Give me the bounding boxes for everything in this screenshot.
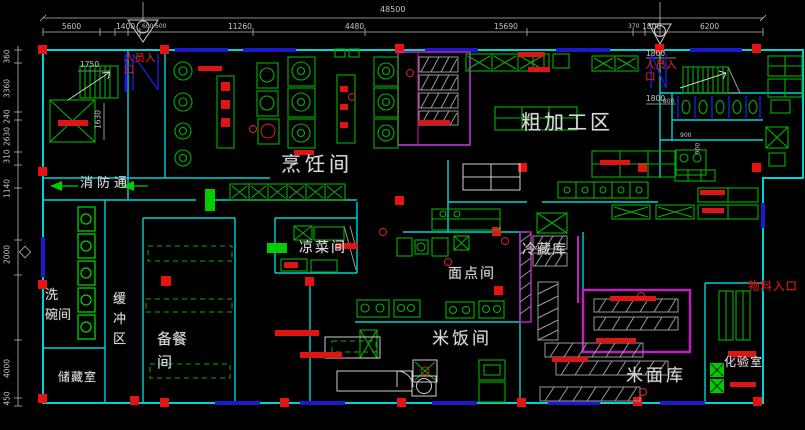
room-label-fire-corridor: 消防通: [80, 176, 132, 191]
room-label-lab: 化验室: [724, 355, 764, 369]
dim-left-4: 310: [2, 149, 12, 164]
dim-top-7: 370: [628, 23, 640, 30]
room-label-cold-storage: 冷藏库: [522, 242, 567, 258]
section-markers: [127, 19, 672, 46]
room-label-storage: 储藏室: [58, 370, 98, 384]
dim-top-0: 5600: [62, 22, 82, 31]
corridor-door: [205, 189, 215, 211]
white-counters-layer: [67, 70, 727, 397]
room-label-rough-processing: 粗加工区: [521, 110, 613, 134]
dim-top-3: 600: [155, 23, 167, 30]
dim-left-7: 4000: [2, 358, 12, 379]
dim-door-height: 1630: [93, 109, 103, 130]
dim-door-right-a: 1800: [646, 49, 666, 58]
room-label-buffer: 缓 冲 区: [113, 292, 127, 347]
room-label-cooking: 烹饪间: [281, 152, 353, 176]
entrance-label-staff-right: 人员入 口: [645, 59, 677, 83]
dim-toilet-c: 800: [663, 98, 675, 105]
dashed-tables-layer: [145, 245, 377, 379]
bright-green-lines: [62, 185, 724, 393]
entrance-label-material: 物料入口: [748, 279, 798, 293]
dim-toilet-a: 900: [680, 132, 692, 139]
windows-layer: [41, 48, 765, 405]
dish-racks: [77, 206, 96, 340]
dim-toilet-b: 900: [694, 142, 702, 155]
dim-left-5: 1140: [2, 178, 12, 199]
shelf-hatch-layer: [343, 56, 741, 402]
stairs-right: [682, 66, 729, 94]
dim-top-8: 1800: [642, 22, 662, 31]
room-label-grain-store: 米面库: [626, 366, 686, 386]
room-label-food-prep: 备餐 间: [157, 330, 188, 371]
dim-top-9: 6200: [700, 22, 720, 31]
dim-total: 48500: [380, 5, 406, 14]
shelving-magenta-layer: [397, 51, 692, 354]
red-circle-tags: [249, 69, 745, 396]
dim-top-4: 11260: [228, 22, 252, 31]
room-label-rice: 米饭间: [432, 329, 492, 349]
dim-left-8: 450: [2, 391, 12, 406]
room-label-pastry: 面点间: [448, 266, 496, 282]
dim-top-2: 600: [142, 23, 154, 30]
dim-left-0: 360: [2, 49, 12, 64]
entrance-label-staff-left: 人员入 口: [124, 52, 156, 76]
dim-stair-width: 1750: [80, 60, 100, 69]
dim-left-6: 2000: [2, 244, 12, 265]
dim-door-right-b: 1800: [646, 94, 666, 103]
dim-top-6: 15690: [494, 22, 518, 31]
room-label-dishwashing: 洗 碗间: [45, 288, 72, 323]
room-label-cold-dish: 凉菜间: [299, 240, 347, 256]
red-annotations-layer: [58, 52, 756, 387]
dim-top-5: 4480: [345, 22, 365, 31]
dim-top-1: 1400: [116, 22, 136, 31]
dim-left-1: 3360: [2, 78, 12, 99]
